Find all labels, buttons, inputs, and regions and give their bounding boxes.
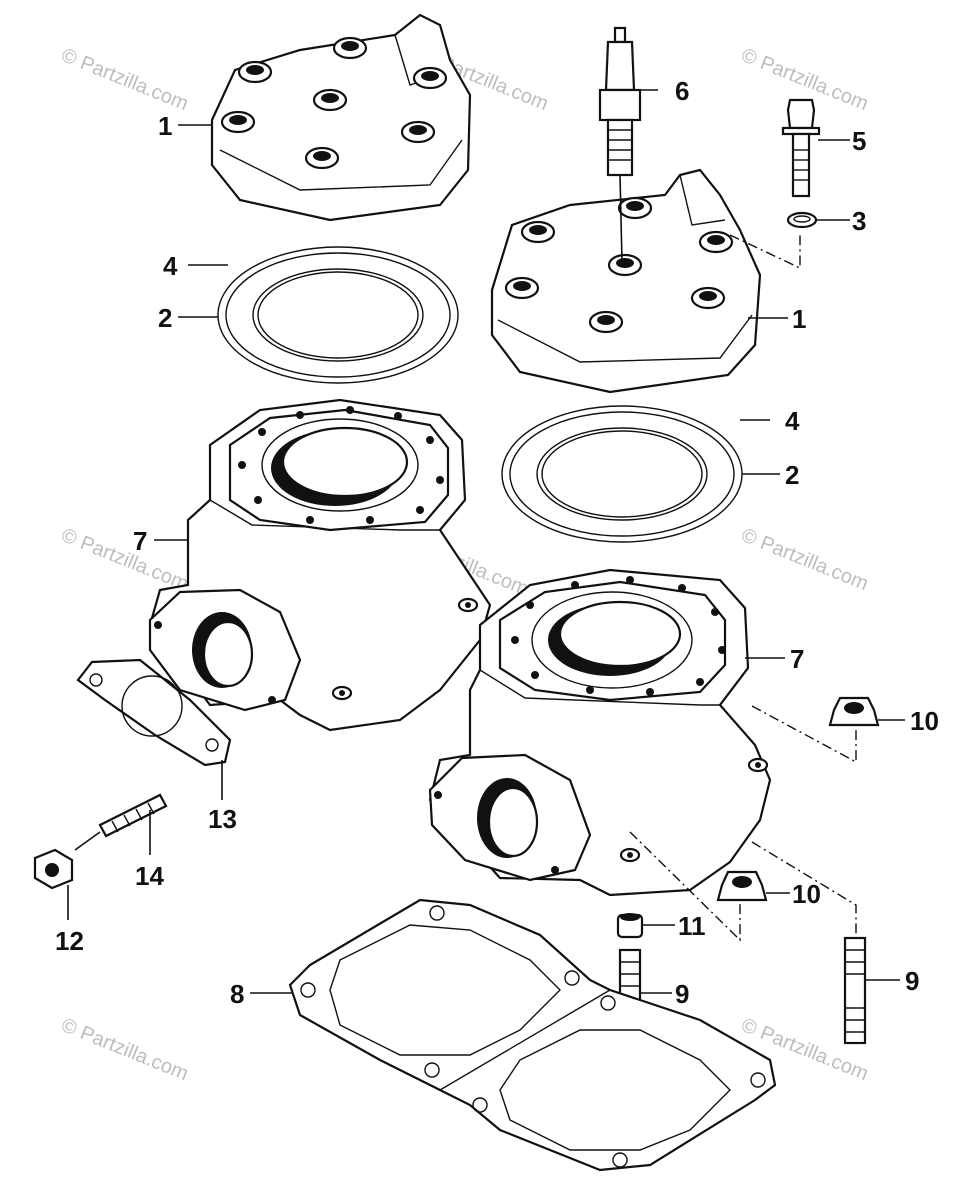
head-gasket-left <box>217 246 459 384</box>
callout-14-exhaust-stud: 14 <box>135 861 164 891</box>
stud-right <box>843 936 867 1045</box>
callout-11-spacer: 11 <box>678 911 706 941</box>
callout-8-base-gasket: 8 <box>230 979 244 1009</box>
callout-10-nut-upper: 10 <box>910 706 939 736</box>
callout-2-gasket-right: 2 <box>785 460 799 490</box>
callout-1-head-right: 1 <box>792 304 806 334</box>
watermark: © Partzilla.com <box>58 44 191 115</box>
exhaust-nut <box>33 848 74 890</box>
callout-1-head-left: 1 <box>158 111 172 141</box>
callout-labels: 1 4 2 6 5 3 1 4 2 7 7 10 13 14 10 11 12 … <box>55 76 939 1009</box>
flange-nut-upper <box>828 696 880 727</box>
callout-5-bolt: 5 <box>852 126 866 156</box>
spark-plug <box>598 26 642 263</box>
head-gasket-right <box>501 405 743 543</box>
watermark: © Partzilla.com <box>58 1014 191 1085</box>
callout-13-exhaust-gasket: 13 <box>208 804 237 834</box>
callout-7-cylinder-left: 7 <box>133 526 147 556</box>
callout-7-cylinder-right: 7 <box>790 644 804 674</box>
cylinder-head-left <box>210 13 472 222</box>
washer <box>786 211 818 229</box>
callout-6-spark-plug: 6 <box>675 76 689 106</box>
base-gasket <box>288 898 777 1172</box>
callout-2-gasket-left: 2 <box>158 303 172 333</box>
flange-nut-lower <box>716 870 768 902</box>
cylinder-right <box>428 568 772 897</box>
callout-9-stud-right: 9 <box>905 966 919 996</box>
cylinder-left <box>148 398 492 732</box>
watermark: © Partzilla.com <box>738 524 871 595</box>
callout-3-washer: 3 <box>852 206 866 236</box>
leader-lines <box>67 89 905 994</box>
callout-10-nut-lower: 10 <box>792 879 821 909</box>
callout-12-exhaust-nut: 12 <box>55 926 84 956</box>
cylinder-head-right <box>490 168 762 394</box>
exhaust-stud <box>74 793 168 851</box>
head-bolt <box>781 98 821 198</box>
callout-4-gasket-left: 4 <box>163 251 178 281</box>
callout-9-stud-center: 9 <box>675 979 689 1009</box>
watermark: © Partzilla.com <box>58 524 191 595</box>
exhaust-gasket <box>76 658 232 767</box>
callout-4-gasket-right: 4 <box>785 406 800 436</box>
spacer <box>616 913 644 939</box>
